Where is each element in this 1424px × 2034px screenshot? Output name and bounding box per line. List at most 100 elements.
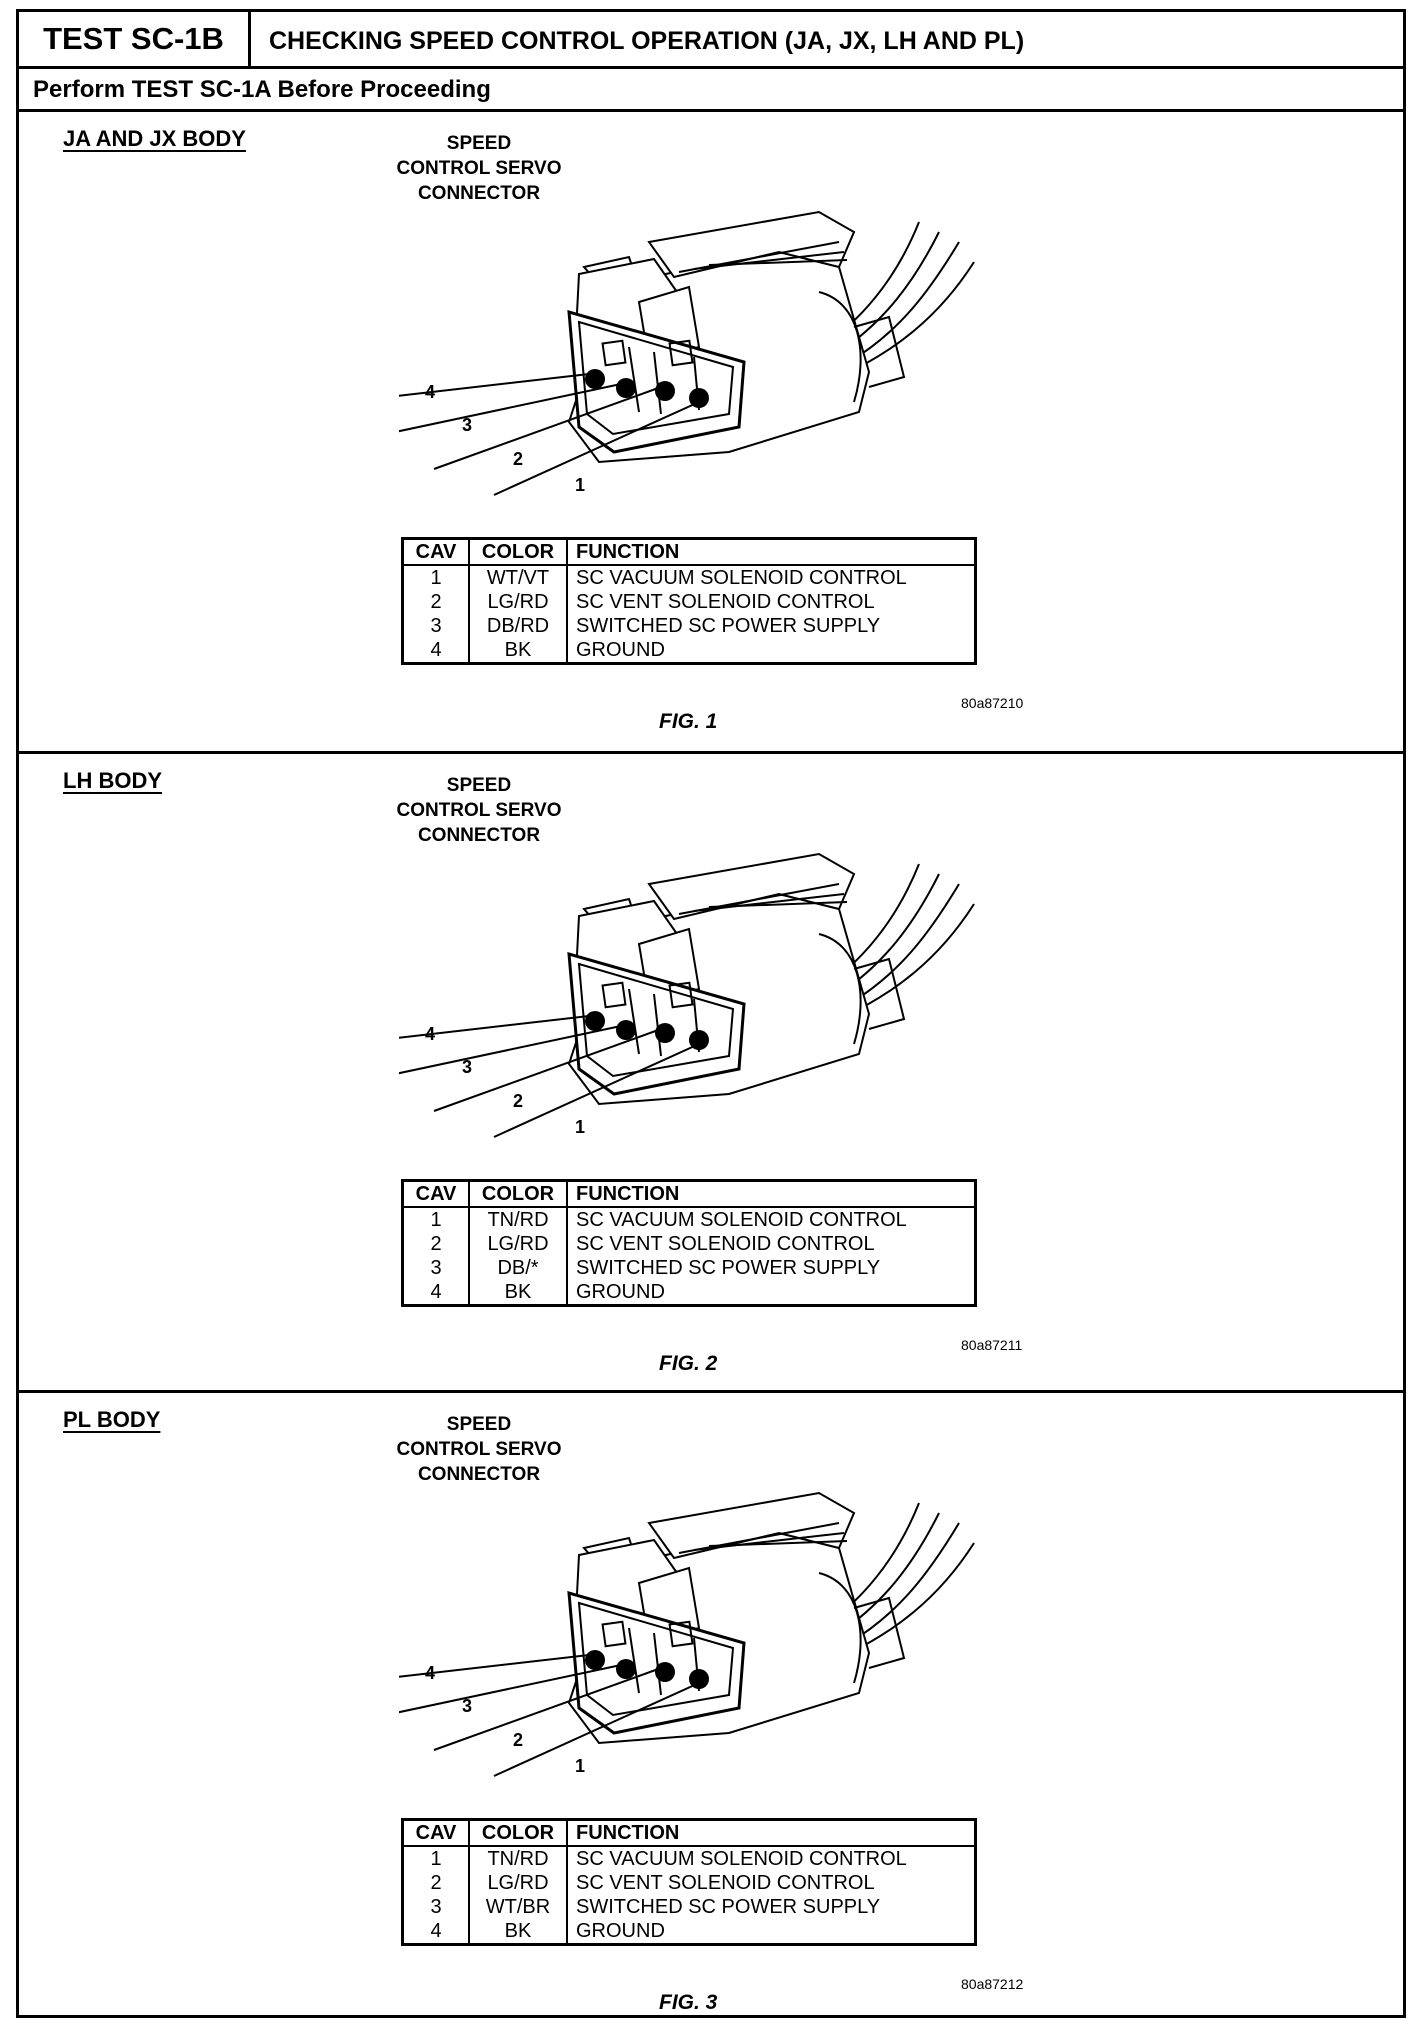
test-id: TEST SC-1B [19, 12, 251, 66]
connector-drawing [399, 1491, 975, 1777]
color-cell: BK [468, 1919, 567, 1945]
connector-label-line: CONNECTOR [417, 1464, 541, 1485]
table-row: 3 DB/RD SWITCHED SC POWER SUPPLY [403, 614, 976, 638]
cavity-4 [585, 1650, 605, 1670]
pin-callout-1: 1 [575, 1117, 586, 1137]
cavity-4 [585, 369, 605, 389]
cav-cell: 4 [430, 1920, 442, 1942]
pin-callout-1: 1 [575, 1756, 586, 1776]
pin-callout-3: 3 [462, 1696, 473, 1716]
column-header-color: COLOR [468, 1819, 567, 1847]
cav-cell: 1 [430, 567, 442, 589]
page-frame: TEST SC-1B CHECKING SPEED CONTROL OPERAT… [16, 9, 1406, 2018]
table-header-row: CAV COLOR FUNCTION [402, 1180, 976, 1208]
function-cell: SWITCHED SC POWER SUPPLY [566, 614, 976, 638]
connector-body [567, 1491, 906, 1745]
leader-lines [399, 1654, 700, 1777]
test-header: TEST SC-1B CHECKING SPEED CONTROL OPERAT… [19, 12, 1403, 69]
color-cell: TN/RD [468, 1846, 567, 1871]
table-row: 2 LG/RD SC VENT SOLENOID CONTROL [403, 1232, 976, 1256]
connector-label-line: SPEED [446, 775, 512, 796]
pin-callout-2: 2 [513, 1091, 524, 1111]
connector-label-line: CONNECTOR [417, 183, 541, 204]
table-row: 3 DB/* SWITCHED SC POWER SUPPLY [403, 1256, 976, 1280]
table-row: 4 BK GROUND [403, 638, 976, 664]
cav-cell: 2 [430, 1872, 442, 1894]
table-header-row: CAV COLOR FUNCTION [402, 538, 976, 566]
color-cell: LG/RD [468, 1871, 567, 1895]
table-header-row: CAV COLOR FUNCTION [402, 1819, 976, 1847]
table-row: 1 TN/RD SC VACUUM SOLENOID CONTROL [403, 1207, 976, 1232]
cav-cell: 2 [430, 591, 442, 613]
connector-body [567, 210, 906, 464]
cavity-1 [689, 1030, 709, 1050]
figure-code: 80a87212 [961, 1976, 1024, 1992]
column-header-color: COLOR [468, 538, 567, 566]
cav-cell: 2 [430, 1233, 442, 1255]
column-header-color: COLOR [468, 1180, 567, 1208]
color-cell: WT/BR [468, 1895, 567, 1919]
cav-cell: 4 [430, 1281, 442, 1303]
function-cell: SWITCHED SC POWER SUPPLY [566, 1895, 976, 1919]
body-label: PL BODY [63, 1407, 161, 1432]
function-cell: SWITCHED SC POWER SUPPLY [566, 1256, 976, 1280]
terminal-cavities [585, 369, 709, 408]
color-cell: BK [468, 1280, 567, 1306]
function-cell: SC VENT SOLENOID CONTROL [566, 590, 976, 614]
cavity-4 [585, 1011, 605, 1031]
figure-section-3: PL BODY SPEED CONTROL SERVO CONNECTOR [19, 1390, 1403, 2015]
column-header-function: FUNCTION [566, 1180, 976, 1208]
pin-callout-4: 4 [425, 1663, 436, 1683]
pin-callout-1: 1 [575, 475, 586, 495]
column-header-function: FUNCTION [566, 1819, 976, 1847]
connector-label-line: SPEED [446, 1414, 512, 1435]
leader-lines [399, 373, 700, 496]
figure-code: 80a87210 [961, 695, 1024, 711]
pinout-table: CAV COLOR FUNCTION 1 WT/VT SC VACUUM SOL… [401, 537, 977, 665]
connector-drawing [399, 852, 975, 1138]
figure-caption: FIG. 1 [659, 710, 718, 733]
function-cell: SC VACUUM SOLENOID CONTROL [566, 565, 976, 590]
table-row: 1 WT/VT SC VACUUM SOLENOID CONTROL [403, 565, 976, 590]
cavity-2 [655, 1023, 675, 1043]
cav-cell: 3 [430, 1896, 442, 1918]
cavity-2 [655, 381, 675, 401]
cavity-3 [616, 1659, 636, 1679]
color-cell: DB/RD [468, 614, 567, 638]
function-cell: GROUND [566, 1280, 976, 1306]
pin-callout-2: 2 [513, 1730, 524, 1750]
pin-callout-4: 4 [425, 1024, 436, 1044]
function-cell: SC VENT SOLENOID CONTROL [566, 1232, 976, 1256]
column-header-function: FUNCTION [566, 538, 976, 566]
body-label: LH BODY [63, 768, 162, 793]
function-cell: SC VACUUM SOLENOID CONTROL [566, 1207, 976, 1232]
terminal-cavities [585, 1011, 709, 1050]
connector-label: SPEED CONTROL SERVO CONNECTOR [369, 131, 589, 206]
connector-label: SPEED CONTROL SERVO CONNECTOR [369, 773, 589, 848]
column-header-cav: CAV [402, 1819, 469, 1847]
cavity-1 [689, 1669, 709, 1689]
color-cell: DB/* [468, 1256, 567, 1280]
table-row: 2 LG/RD SC VENT SOLENOID CONTROL [403, 590, 976, 614]
test-title: CHECKING SPEED CONTROL OPERATION (JA, JX… [269, 27, 1025, 55]
cavity-1 [689, 388, 709, 408]
figure-caption: FIG. 3 [659, 1991, 718, 2014]
connector-label: SPEED CONTROL SERVO CONNECTOR [369, 1412, 589, 1487]
cavity-3 [616, 1020, 636, 1040]
table-row: 4 BK GROUND [403, 1280, 976, 1306]
figure-caption: FIG. 2 [659, 1352, 718, 1375]
pinout-table: CAV COLOR FUNCTION 1 TN/RD SC VACUUM SOL… [401, 1179, 977, 1307]
connector-drawing [399, 210, 975, 496]
table-row: 3 WT/BR SWITCHED SC POWER SUPPLY [403, 1895, 976, 1919]
color-cell: LG/RD [468, 1232, 567, 1256]
cav-cell: 4 [430, 639, 442, 661]
pinout-table: CAV COLOR FUNCTION 1 TN/RD SC VACUUM SOL… [401, 1818, 977, 1946]
figure-section-1: JA AND JX BODY SPEED CONTROL SERVO CONNE… [19, 112, 1403, 751]
pin-callout-3: 3 [462, 1057, 473, 1077]
function-cell: GROUND [566, 638, 976, 664]
pin-callout-2: 2 [513, 449, 524, 469]
color-cell: WT/VT [468, 565, 567, 590]
connector-label-line: CONTROL SERVO [396, 1439, 562, 1460]
connector-label-line: SPEED [446, 133, 512, 154]
table-row: 2 LG/RD SC VENT SOLENOID CONTROL [403, 1871, 976, 1895]
